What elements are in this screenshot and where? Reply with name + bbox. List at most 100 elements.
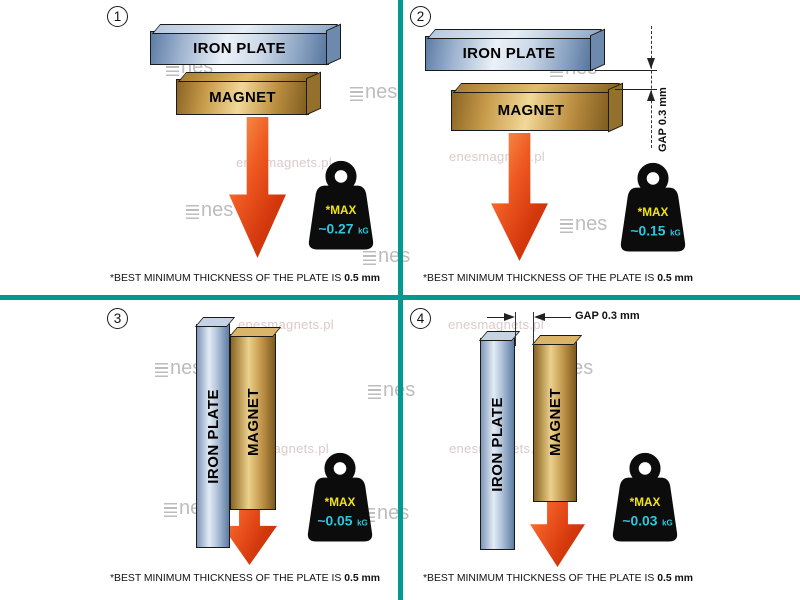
caption-text: *BEST MINIMUM THICKNESS OF THE PLATE IS — [109, 273, 342, 284]
caption-bold: 0.5 mm — [657, 273, 694, 284]
dimension-line — [487, 317, 505, 318]
logo-lines-icon — [186, 205, 199, 220]
logo-lines-icon — [155, 363, 168, 378]
force-arrow-icon — [229, 117, 286, 258]
dimension-arrow-right-icon — [504, 313, 515, 321]
logo-lines-icon — [350, 87, 363, 102]
extension-line — [651, 26, 652, 148]
kettlebell-icon: *MAX ~0.27 kG — [308, 160, 374, 250]
panel-number: 1 — [107, 6, 128, 27]
magnet-label: MAGNET — [244, 388, 262, 456]
iron-plate: IRON PLATE — [150, 31, 329, 65]
magnet: MAGNET — [533, 342, 577, 502]
dimension-line — [595, 70, 657, 71]
magnet-label: MAGNET — [546, 388, 564, 456]
logo-text: nes — [170, 357, 203, 379]
force-value: ~0.15 — [630, 223, 665, 239]
iron-plate-label: IRON PLATE — [462, 45, 556, 62]
gap-label: GAP — [575, 310, 599, 322]
dimension-arrow-down-icon — [647, 58, 655, 69]
weight-handle — [324, 452, 356, 484]
kettlebell-icon: *MAX ~0.15 kG — [620, 162, 686, 252]
iron-plate: IRON PLATE — [425, 36, 593, 71]
force-unit: kG — [670, 229, 681, 238]
logo-lines-icon — [166, 62, 179, 77]
iron-plate: IRON PLATE — [196, 324, 230, 548]
kettlebell-icon: *MAX ~0.03 kG — [612, 452, 678, 542]
divider-horizontal — [0, 295, 800, 300]
dimension-arrow-left-icon — [534, 313, 545, 321]
caption-bold: 0.5 mm — [344, 573, 381, 584]
max-label: *MAX — [325, 496, 356, 509]
magnet-label: MAGNET — [497, 102, 565, 119]
force-value: ~0.27 — [318, 221, 353, 237]
weight-icon: *MAX ~0.03 kG — [603, 452, 687, 552]
divider-vertical — [398, 0, 403, 600]
magnet-label: MAGNET — [209, 88, 276, 106]
magnet: MAGNET — [230, 334, 276, 510]
magnet: MAGNET — [176, 79, 309, 115]
caption: *BEST MINIMUM THICKNESS OF THE PLATE IS … — [95, 273, 395, 284]
dimension-line — [615, 89, 657, 90]
force-unit: kG — [357, 519, 368, 528]
force-unit: kG — [358, 227, 369, 236]
panel-number: 4 — [410, 308, 431, 329]
magnet: MAGNET — [451, 90, 611, 131]
iron-plate-label: IRON PLATE — [489, 396, 506, 492]
weight-icon: *MAX ~0.05 kG — [298, 452, 382, 552]
caption-bold: 0.5 mm — [657, 573, 694, 584]
extension-line — [515, 312, 516, 346]
caption-text: *BEST MINIMUM THICKNESS OF THE PLATE IS — [109, 573, 342, 584]
gap-dimension-label: GAP 0.3 mm — [575, 310, 640, 322]
logo-lines-icon — [368, 385, 381, 400]
panel-2: 2 IRON PLATE MAGNET GAP 0.3 mm *MAX ~0.1… — [403, 0, 800, 295]
caption-text: *BEST MINIMUM THICKNESS OF THE PLATE IS — [422, 573, 655, 584]
iron-plate-label: IRON PLATE — [193, 39, 286, 57]
weight-body — [307, 477, 373, 542]
max-label: *MAX — [326, 204, 357, 217]
panel-number: 2 — [410, 6, 431, 27]
caption: *BEST MINIMUM THICKNESS OF THE PLATE IS … — [413, 573, 703, 584]
iron-plate: IRON PLATE — [480, 338, 515, 550]
logo-lines-icon — [363, 251, 376, 266]
enes-logo-watermark: nes — [186, 200, 233, 220]
logo-lines-icon — [560, 219, 573, 234]
weight-body — [308, 185, 374, 250]
site-watermark: enesmagnets.pl — [448, 317, 544, 332]
enes-logo-watermark: nes — [155, 358, 202, 378]
dimension-line — [545, 317, 571, 318]
gap-label: GAP — [657, 128, 669, 152]
gap-value: 0.3 mm — [601, 310, 640, 322]
max-label: *MAX — [630, 496, 661, 509]
force-value: ~0.05 — [317, 513, 352, 529]
weight-icon: *MAX ~0.27 kG — [299, 160, 383, 260]
weight-icon: *MAX ~0.15 kG — [611, 162, 695, 262]
dimension-arrow-up-icon — [647, 90, 655, 101]
iron-plate-label: IRON PLATE — [204, 388, 222, 484]
panel-number: 3 — [107, 308, 128, 329]
logo-lines-icon — [164, 503, 177, 518]
weight-body — [612, 477, 678, 542]
panel-3: 3 IRON PLATE MAGNET *MAX ~0.05 kG *BEST … — [0, 300, 398, 595]
force-unit: kG — [662, 519, 673, 528]
max-label: *MAX — [638, 206, 669, 219]
enes-logo-watermark: nes — [560, 214, 607, 234]
caption: *BEST MINIMUM THICKNESS OF THE PLATE IS … — [413, 273, 703, 284]
gap-dimension-label: GAP 0.3 mm — [657, 48, 669, 152]
logo-text: nes — [201, 199, 234, 221]
gap-value: 0.3 mm — [657, 87, 669, 126]
panel-1: 1 IRON PLATE MAGNET *MAX ~0.27 kG *BEST … — [0, 0, 398, 295]
caption-text: *BEST MINIMUM THICKNESS OF THE PLATE IS — [422, 273, 655, 284]
caption: *BEST MINIMUM THICKNESS OF THE PLATE IS … — [95, 573, 395, 584]
extension-line — [533, 312, 534, 346]
force-arrow-icon — [491, 133, 548, 261]
kettlebell-icon: *MAX ~0.05 kG — [307, 452, 373, 542]
weight-handle — [325, 160, 357, 192]
logo-text: nes — [365, 81, 398, 103]
enes-logo-watermark: nes — [350, 82, 397, 102]
weight-handle — [629, 452, 661, 484]
weight-body — [620, 187, 686, 252]
logo-text: nes — [575, 213, 608, 235]
caption-bold: 0.5 mm — [344, 273, 381, 284]
